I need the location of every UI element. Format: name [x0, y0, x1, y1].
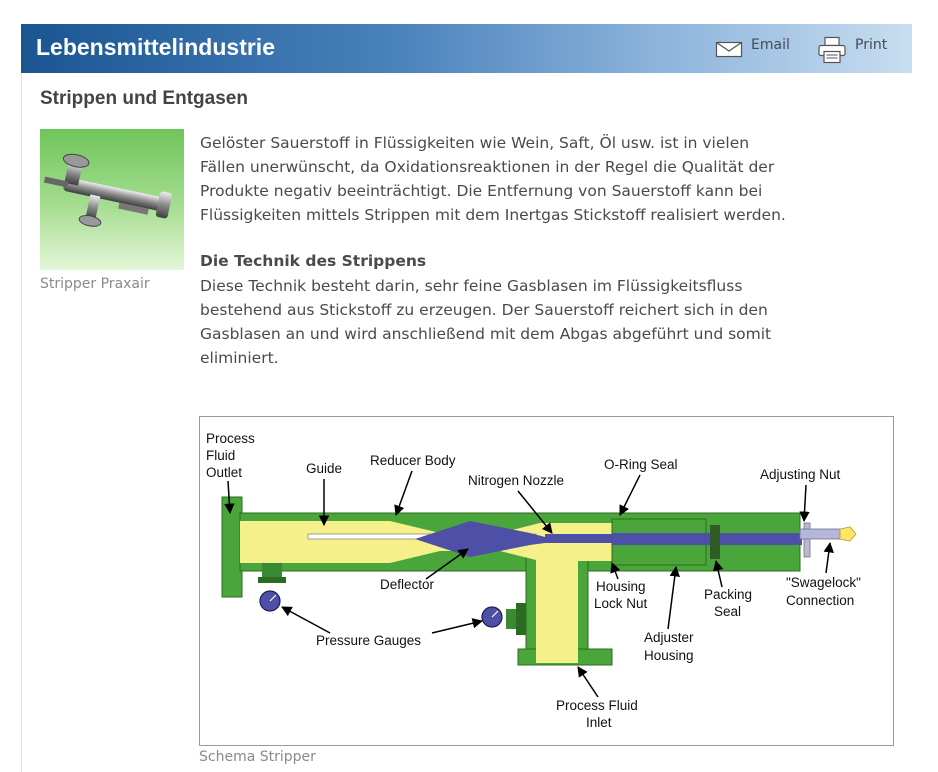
label-adjuster-1: Adjuster: [644, 630, 694, 645]
deflector-nozzle: [415, 521, 545, 557]
label-outlet-1: Process: [206, 431, 255, 446]
text-line: Diese Technik besteht darin, sehr feine …: [200, 277, 743, 295]
arrow-gauge-left: [281, 606, 331, 634]
text-line: Flüssigkeiten mittels Strippen mit dem I…: [200, 206, 786, 224]
label-deflector: Deflector: [380, 577, 435, 592]
swagelock-fitting: [839, 526, 857, 542]
printer-icon: [817, 36, 847, 68]
left-border: [21, 72, 22, 772]
label-nitrogen-nozzle: Nitrogen Nozzle: [468, 473, 564, 488]
arrow-o-ring: [619, 474, 641, 516]
label-adjusting-nut: Adjusting Nut: [760, 467, 841, 482]
label-o-ring-seal: O-Ring Seal: [604, 457, 678, 472]
photo-caption: Stripper Praxair: [40, 276, 150, 292]
text-line: Produkte negativ beeinträchtigt. Die Ent…: [200, 182, 763, 200]
stripper-photo: [40, 129, 184, 270]
print-button[interactable]: Print: [817, 36, 888, 64]
outlet-flange: [221, 496, 243, 598]
label-housing-lock-2: Lock Nut: [594, 596, 648, 611]
intro-paragraph: Gelöster Sauerstoff in Flüssigkeiten wie…: [200, 131, 900, 227]
label-guide: Guide: [306, 461, 342, 476]
label-packing-1: Packing: [704, 587, 752, 602]
label-outlet-3: Outlet: [206, 465, 242, 480]
arrow-outlet: [224, 480, 235, 515]
page-header: Lebensmittelindustrie Email Print: [21, 24, 912, 73]
label-packing-2: Seal: [714, 604, 741, 619]
packing-seal: [710, 525, 720, 559]
technique-heading: Die Technik des Strippens: [200, 252, 427, 270]
label-housing-lock-1: Housing: [596, 579, 646, 594]
arrow-nozzle: [517, 490, 553, 534]
text-line: Gelöster Sauerstoff in Flüssigkeiten wie…: [200, 134, 750, 152]
stripper-schematic: Process Fluid Outlet Guide Reducer Body …: [199, 416, 894, 746]
print-label: Print: [855, 37, 888, 53]
section-title: Strippen und Entgasen: [40, 88, 248, 109]
adjusting-rod: [799, 528, 841, 540]
label-pressure-gauges: Pressure Gauges: [316, 633, 421, 648]
arrow-deflector: [425, 548, 469, 580]
label-swagelock-1: "Swagelock": [786, 575, 861, 590]
arrow-gauge-right: [431, 618, 484, 634]
technique-paragraph: Diese Technik besteht darin, sehr feine …: [200, 274, 900, 370]
email-button[interactable]: Email: [715, 36, 790, 62]
arrow-housing-lock: [610, 562, 621, 580]
email-label: Email: [751, 37, 790, 53]
diagram-caption: Schema Stripper: [199, 749, 316, 765]
text-line: Fällen unerwünscht, da Oxidationsreaktio…: [200, 158, 775, 176]
arrow-packing: [713, 559, 724, 588]
arrow-adjusting-nut: [799, 484, 810, 523]
label-swagelock-2: Connection: [786, 593, 854, 608]
label-inlet-1: Process Fluid: [556, 698, 638, 713]
label-reducer-body: Reducer Body: [370, 453, 456, 468]
label-adjuster-2: Housing: [644, 648, 694, 663]
envelope-icon: [715, 36, 743, 62]
arrow-swagelock: [823, 541, 834, 574]
text-line: bestehend aus Stickstoff zu erzeugen. De…: [200, 301, 768, 319]
text-line: eliminiert.: [200, 349, 279, 367]
text-line: Gasblasen an und wird anschließend mit d…: [200, 325, 772, 343]
arrow-inlet: [577, 666, 599, 698]
page-title: Lebensmittelindustrie: [36, 34, 275, 60]
label-outlet-2: Fluid: [206, 448, 235, 463]
label-inlet-2: Inlet: [586, 715, 612, 730]
arrow-reducer: [394, 470, 413, 516]
arrow-adjuster: [667, 565, 680, 630]
inlet-fluid: [536, 537, 578, 663]
